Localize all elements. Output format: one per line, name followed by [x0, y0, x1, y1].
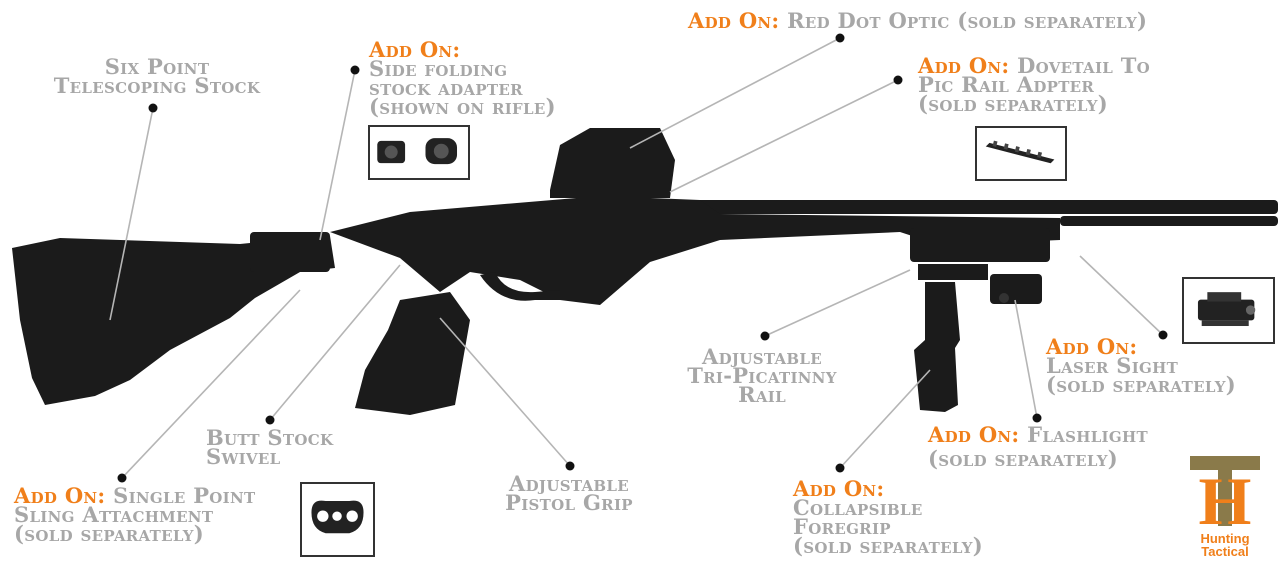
six-point-line-1: Six Point	[104, 54, 210, 79]
side-folding-line-3: (shown on rifle)	[369, 94, 556, 119]
logo-monogram-icon: H	[1190, 456, 1260, 532]
logo-line-1: Hunting	[1200, 531, 1250, 546]
addon-tag: Add On:	[1046, 334, 1138, 359]
addon-tag: Add On:	[793, 476, 885, 501]
leader-dots	[117, 33, 1168, 483]
sling-attachment-image	[300, 482, 375, 557]
side-folding-adapter-image	[368, 125, 470, 180]
sling-plate-icon	[311, 500, 364, 534]
addon-tag: Add On:	[928, 422, 1020, 447]
foregrip-line-3: (sold separately)	[793, 533, 984, 558]
addon-tag: Add On:	[918, 53, 1010, 78]
label-six-point-stock: Six Point Telescoping Stock	[30, 54, 284, 98]
label-red-dot-optic: Add On: Red Dot Optic (sold separately)	[688, 8, 1148, 33]
addon-tag: Add On:	[14, 483, 106, 508]
foregrip-line-1: Collapsible	[793, 495, 923, 520]
pistol-grip-line-1: Adjustable	[509, 471, 629, 496]
logo-monogram: H	[1199, 463, 1252, 532]
sling-line-2: (sold separately)	[14, 521, 205, 546]
side-folding-line-2: stock adapter	[369, 75, 523, 100]
label-collapsible-foregrip: Add On: Collapsible Foregrip (sold separ…	[793, 476, 984, 558]
label-sling-attachment: Add On: Single Point Sling Attachment (s…	[14, 483, 256, 546]
addon-tag: Add On:	[688, 8, 780, 33]
addon-tag: Add On:	[369, 37, 461, 62]
dovetail-rail-image	[975, 126, 1067, 181]
flashlight-line-1: (sold separately)	[928, 446, 1119, 471]
logo-line-2: Tactical	[1201, 544, 1249, 559]
sling-line-1: Sling Attachment	[14, 502, 214, 527]
label-flashlight: Add On: Flashlight (sold separately)	[928, 422, 1148, 471]
dovetail-line-2: (sold separately)	[918, 91, 1109, 116]
swivel-line-2: Swivel	[206, 444, 281, 469]
label-tri-picatinny-rail: Adjustable Tri-Picatinny Rail	[662, 344, 862, 407]
sling-first: Single Point	[113, 483, 256, 508]
dovetail-line-1: Pic Rail Adpter	[918, 72, 1095, 97]
leader-lines	[109, 37, 1164, 479]
rail-icon	[985, 140, 1055, 164]
side-folding-line-1: Side folding	[369, 56, 508, 81]
label-butt-stock-swivel: Butt Stock Swivel	[206, 425, 334, 469]
tri-rail-line-2: Tri-Picatinny	[687, 363, 837, 388]
six-point-line-2: Telescoping Stock	[53, 73, 261, 98]
adapter-icon	[377, 138, 458, 165]
dovetail-first: Dovetail To	[1017, 53, 1151, 78]
tri-rail-line-3: Rail	[738, 382, 786, 407]
pistol-grip-line-2: Pistol Grip	[505, 490, 633, 515]
flashlight-first: Flashlight	[1027, 422, 1148, 447]
laser-icon	[1197, 292, 1256, 327]
tri-rail-line-1: Adjustable	[702, 344, 822, 369]
laser-line-1: Laser Sight	[1046, 353, 1179, 378]
foregrip-line-2: Foregrip	[793, 514, 891, 539]
hunting-tactical-logo: H Hunting Tactical	[1170, 452, 1280, 562]
label-laser-sight: Add On: Laser Sight (sold separately)	[1046, 334, 1237, 397]
swivel-line-1: Butt Stock	[206, 425, 334, 450]
label-dovetail-adapter: Add On: Dovetail To Pic Rail Adpter (sol…	[918, 53, 1151, 116]
laser-sight-image	[1182, 277, 1275, 344]
red-dot-text: Red Dot Optic (sold separately)	[787, 8, 1148, 33]
label-side-folding-adapter: Add On: Side folding stock adapter (show…	[369, 37, 556, 119]
laser-line-2: (sold separately)	[1046, 372, 1237, 397]
rifle-illustration	[12, 128, 1278, 415]
label-adjustable-pistol-grip: Adjustable Pistol Grip	[484, 471, 654, 515]
